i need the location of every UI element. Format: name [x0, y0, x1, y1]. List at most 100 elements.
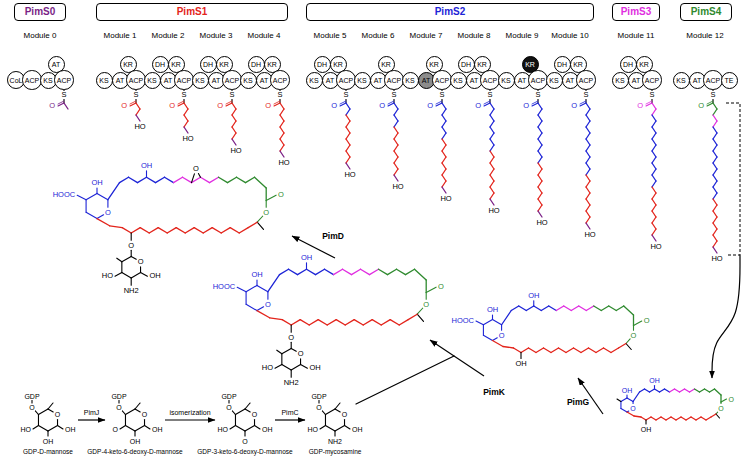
bond — [245, 409, 250, 412]
atom-label: O — [252, 411, 257, 418]
reaction-arrow — [275, 419, 305, 420]
bond — [203, 228, 212, 233]
bond — [86, 200, 87, 213]
bond — [493, 341, 504, 347]
bond — [120, 177, 129, 182]
bond — [280, 109, 284, 115]
atom-label: O — [55, 411, 60, 418]
domain-circle: ACP — [642, 70, 661, 89]
bond — [406, 269, 415, 274]
bond — [586, 115, 590, 121]
node-text: KS — [309, 77, 318, 84]
bond — [257, 216, 263, 222]
bond — [426, 280, 427, 293]
module-label: Module 6 — [362, 32, 395, 40]
bond — [38, 426, 48, 432]
bond — [232, 411, 235, 415]
atom-label: S — [133, 91, 138, 99]
bond — [345, 426, 350, 430]
node-text: ACP — [57, 77, 71, 84]
bond — [655, 389, 660, 392]
bond — [136, 103, 140, 109]
atom-label: O — [637, 102, 643, 110]
node-text: ACP — [387, 77, 401, 84]
domain-circle: ACP — [384, 70, 403, 89]
atom-label: NH2 — [124, 287, 139, 295]
atom-label: O — [475, 102, 481, 110]
domain-circle: ACP — [336, 70, 355, 89]
atom-label: O — [128, 242, 134, 250]
bond — [538, 103, 542, 109]
bond — [551, 348, 559, 353]
bond — [627, 412, 634, 416]
bond — [394, 145, 398, 151]
bond — [325, 426, 335, 432]
bond — [345, 320, 354, 325]
bond — [586, 175, 590, 181]
bond — [442, 133, 446, 139]
node-text: KS — [243, 77, 252, 84]
bond — [245, 426, 255, 432]
bond — [514, 348, 522, 353]
protein-box: PimS1 — [96, 3, 288, 21]
bond — [325, 409, 335, 415]
bond — [194, 228, 203, 233]
bond — [237, 287, 246, 292]
bond — [131, 256, 136, 259]
bond — [705, 389, 710, 392]
bond — [174, 177, 183, 182]
module-label: Module 4 — [248, 32, 281, 40]
bond — [394, 127, 398, 133]
atom-label: HO — [218, 426, 229, 433]
bond — [442, 115, 446, 121]
protein-box: PimS0 — [14, 3, 66, 21]
node-text: AT — [212, 77, 220, 84]
atom-label: HO — [21, 426, 32, 433]
node-text: KR — [477, 61, 487, 68]
atom-label: O — [342, 411, 347, 418]
bond — [713, 115, 717, 121]
bond — [96, 188, 97, 193]
bond — [144, 420, 145, 426]
bond — [675, 389, 680, 392]
bond — [652, 181, 656, 187]
bond — [388, 101, 394, 104]
bond — [232, 133, 236, 139]
atom-label: OH — [622, 387, 633, 394]
bond — [178, 101, 184, 104]
bond — [503, 347, 514, 349]
enzyme-label: PimD — [322, 232, 344, 241]
bond — [246, 177, 255, 182]
module-label: Module 3 — [200, 32, 233, 40]
node-text: AT — [518, 77, 526, 84]
bond — [140, 228, 149, 233]
atom-label: S — [439, 91, 444, 99]
bond — [134, 431, 135, 436]
bond — [198, 173, 200, 177]
node-text: ACP — [706, 77, 720, 84]
bond — [86, 212, 97, 218]
domain-circle: KS — [673, 72, 690, 89]
bond — [641, 417, 646, 420]
node-text: ACP — [25, 77, 39, 84]
bond — [232, 127, 236, 133]
bond — [165, 177, 174, 182]
bond — [388, 269, 397, 274]
bond — [274, 101, 280, 104]
bond — [131, 273, 140, 278]
atom-label: NH2 — [284, 379, 299, 387]
bond — [442, 157, 446, 163]
bond — [586, 133, 590, 139]
bond — [141, 273, 148, 277]
domain-circle: ACP — [703, 70, 722, 89]
bond — [156, 177, 165, 182]
bond — [666, 417, 671, 420]
module-label: Module 11 — [618, 32, 655, 40]
bond — [131, 250, 132, 256]
bond — [307, 269, 316, 274]
enzyme-label: PimK — [483, 388, 505, 397]
bond — [138, 177, 147, 182]
compound-name: GDP-mycosamine — [309, 449, 362, 456]
bond — [652, 115, 656, 121]
